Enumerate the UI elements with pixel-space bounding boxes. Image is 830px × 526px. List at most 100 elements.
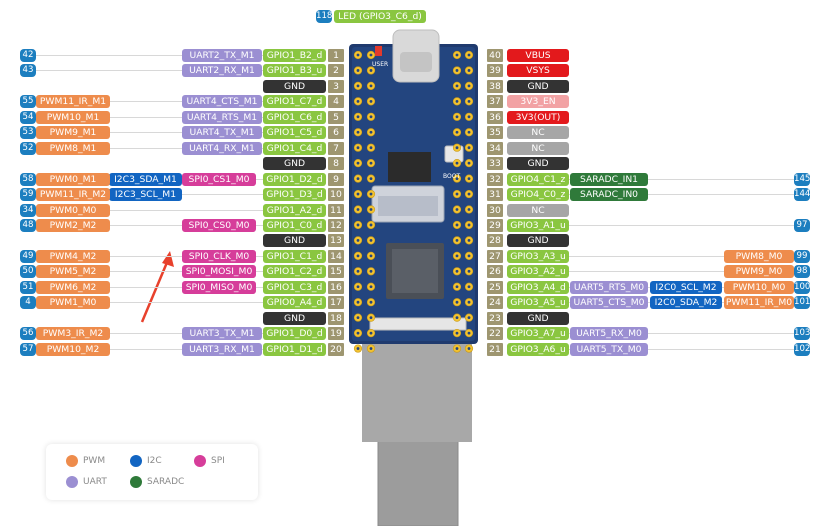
leader-line [569, 179, 794, 180]
pin-pad-hole [369, 130, 373, 134]
pin-pad-hole [356, 99, 360, 103]
i2c-label: I2C3_SDA_M1 [109, 173, 182, 186]
gpio-label: GPIO1_C3_d [263, 281, 326, 294]
power-label: VBUS [507, 49, 569, 62]
pin-pad-hole [467, 269, 471, 273]
gnd-label: GND [507, 157, 569, 170]
gpio-label: GPIO1_C5_d [263, 126, 326, 139]
pin-pad-hole [467, 192, 471, 196]
power-label: NC [507, 142, 569, 155]
leader-line [36, 117, 263, 118]
spi-label: SPI0_MOSI_M0 [182, 265, 256, 278]
uart-label: UART2_RX_M1 [182, 64, 262, 77]
pin-pad-hole [467, 316, 471, 320]
pin-number-badge: 36 [487, 111, 503, 124]
uart-label: UART3_TX_M1 [182, 327, 262, 340]
pwm-label: PWM1_M0 [36, 296, 110, 309]
gnd-label: GND [507, 234, 569, 247]
uart-dot-icon [66, 476, 78, 488]
ffc-connector [369, 317, 467, 331]
pin-pad-hole [369, 84, 373, 88]
gpio-number-badge: 48 [20, 219, 36, 232]
gpio-label: GPIO0_A4_d [263, 296, 326, 309]
pin-number-badge: 13 [328, 234, 344, 247]
pwm-dot-icon [66, 455, 78, 467]
pin-number-badge: 23 [487, 312, 503, 325]
gpio-number-badge: 97 [794, 219, 810, 232]
gpio-number-badge: 34 [20, 204, 36, 217]
pin-pad-hole [455, 146, 459, 150]
pwm-label: PWM10_M2 [36, 343, 110, 356]
pwm-label: PWM8_M1 [36, 142, 110, 155]
pin-number-badge: 27 [487, 250, 503, 263]
leader-line [36, 210, 263, 211]
pin-pad-hole [369, 223, 373, 227]
pin-number-badge: 1 [328, 49, 344, 62]
uart-label: UART4_TX_M1 [182, 126, 262, 139]
pin-pad-hole [467, 69, 471, 72]
pin-pad-hole [356, 300, 360, 304]
pin-number-badge: 32 [487, 173, 503, 186]
pin-number-badge: 17 [328, 296, 344, 309]
pwm-label: PWM8_M0 [724, 250, 794, 263]
gpio-number-badge: 102 [794, 343, 810, 356]
pin-pad-hole [467, 254, 471, 258]
gpio-number-badge: 56 [20, 327, 36, 340]
pin-pad-hole [369, 347, 373, 350]
gpio-number-badge: 50 [20, 265, 36, 278]
pwm-label: PWM11_IR_M0 [724, 296, 794, 309]
pwm-label: PWM5_M2 [36, 265, 110, 278]
pin-number-badge: 7 [328, 142, 344, 155]
pin-pad-hole [369, 316, 373, 320]
pin-pad-hole [369, 208, 373, 211]
gpio-label: GPIO3_A5_u [507, 296, 569, 309]
pwm-label: PWM0_M1 [36, 173, 110, 186]
usb-plug [362, 342, 472, 442]
pin-pad-hole [467, 347, 471, 350]
power-label: 3V3(OUT) [507, 111, 569, 124]
pin-number-badge: 31 [487, 188, 503, 201]
pin-pad-hole [356, 285, 360, 289]
pin-number-badge: 19 [328, 327, 344, 340]
pwm-label: PWM2_M2 [36, 219, 110, 232]
gpio-label: GPIO1_C7_d [263, 95, 326, 108]
gpio-number-badge: 49 [20, 250, 36, 263]
spi-dot-icon [194, 455, 206, 467]
pin-pad-hole [369, 239, 373, 242]
pin-pad-hole [467, 223, 471, 227]
pin-pad-hole [369, 53, 373, 57]
pwm-label: PWM9_M0 [724, 265, 794, 278]
gpio-label: GPIO3_A1_u [507, 219, 569, 232]
gpio-label: GPIO1_C6_d [263, 111, 326, 124]
gpio-label: GPIO3_A6_u [507, 343, 569, 356]
gpio-number-badge: 59 [20, 188, 36, 201]
gpio-label: GPIO1_D1_d [263, 343, 326, 356]
pwm-label: PWM0_M0 [36, 204, 110, 217]
gpio-number-badge: 52 [20, 142, 36, 155]
pin-number-badge: 28 [487, 234, 503, 247]
user-silkscreen: USER [372, 61, 388, 68]
pin-number-badge: 18 [328, 312, 344, 325]
gpio-number-badge: 57 [20, 343, 36, 356]
gpio-number-badge: 43 [20, 64, 36, 77]
led-pin-number: 118 [316, 10, 332, 23]
pin-pad-hole [455, 316, 459, 320]
uart-label: UART3_RX_M1 [182, 343, 262, 356]
uart-label: UART5_RX_M0 [570, 327, 648, 340]
gnd-label: GND [263, 312, 326, 325]
gpio-number-badge: 55 [20, 95, 36, 108]
gpio-label: GPIO1_D3_d [263, 188, 326, 201]
gnd-label: GND [263, 157, 326, 170]
pin-pad-hole [356, 130, 360, 134]
pwm-label: PWM9_M1 [36, 126, 110, 139]
leader-line [569, 225, 794, 226]
pin-number-badge: 10 [328, 188, 344, 201]
gpio-number-badge: 58 [20, 173, 36, 186]
pin-number-badge: 29 [487, 219, 503, 232]
pin-pad-hole [467, 331, 471, 335]
pin-pad-hole [455, 347, 459, 350]
pin-number-badge: 40 [487, 49, 503, 62]
pointer-arrow [140, 259, 170, 323]
gpio-label: GPIO1_D2_d [263, 173, 326, 186]
pin-number-badge: 33 [487, 157, 503, 170]
